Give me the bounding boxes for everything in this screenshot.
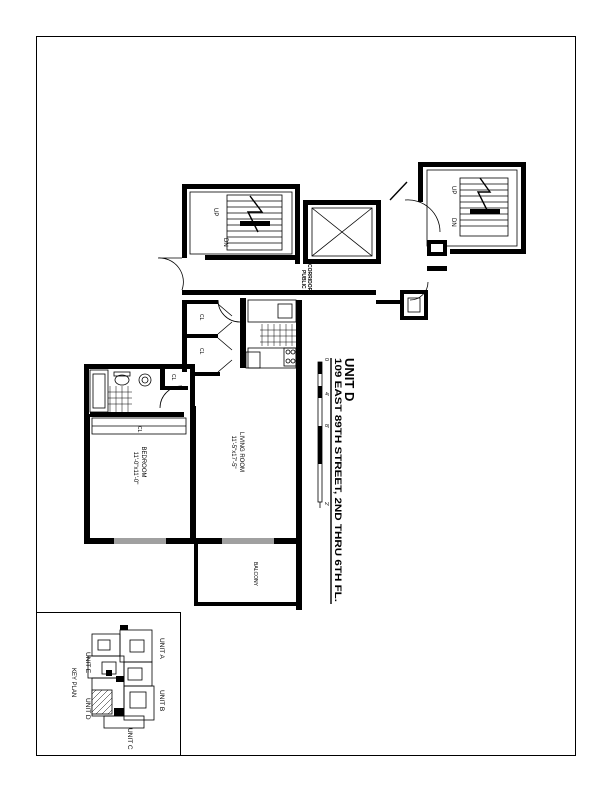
living-room-dims: 11'-5"x17'-5": [230, 435, 236, 468]
living-room-name: LIVING ROOM: [238, 432, 244, 472]
elevator-shaft: [303, 200, 381, 264]
key-plan-frame: [36, 612, 181, 756]
stair-core-right: UP DN: [389, 162, 526, 320]
floor-plan: UP DN: [84, 162, 526, 610]
title-block: UNIT D 109 EAST 89TH STREET, 2ND THRU 6T…: [330, 358, 357, 604]
balcony: BALCONY: [194, 544, 298, 606]
key-plan-unit-c: UNIT C: [126, 728, 133, 750]
bedroom: CL BEDROOM 11'-0"x11'-0": [84, 406, 196, 544]
corridor-label: PUBLIC CORRIDOR: [300, 264, 312, 292]
bathroom-tile-floor: [108, 386, 132, 412]
kitchen: [240, 298, 297, 369]
scale-tick-0: 0: [323, 358, 329, 361]
stair-down-label: DN: [222, 238, 228, 247]
kitchen-tile-floor: [260, 324, 296, 346]
key-plan: KEY PLAN UNIT A UNIT B UNIT C UNIT D UNI…: [70, 625, 165, 750]
sheet-border: [36, 36, 576, 756]
balcony-label: BALCONY: [252, 562, 258, 587]
key-plan-unit-d: UNIT D: [84, 698, 91, 720]
corridor-label-line2: CORRIDOR: [306, 264, 312, 292]
closet-label-2: CL: [198, 348, 204, 355]
key-plan-unit-a: UNIT A: [158, 638, 165, 659]
closet-label-3: CL: [170, 374, 176, 381]
closet-label-1: CL: [198, 314, 204, 321]
stair-right-up-label: UP: [450, 186, 456, 194]
key-plan-unit-d-highlight: [91, 689, 113, 715]
stair-up-label: UP: [212, 208, 218, 216]
scale-tick-4: 4': [323, 392, 329, 396]
key-plan-title: KEY PLAN: [70, 668, 76, 697]
stair-core-left: UP DN: [157, 184, 300, 291]
bedroom-name: BEDROOM: [140, 446, 146, 477]
address-title: 109 EAST 89TH STREET, 2ND THRU 6TH FL.: [332, 358, 343, 602]
bedroom-window: [114, 538, 166, 544]
corridor-door-swing: [157, 257, 184, 291]
key-plan-unit-b: UNIT B: [158, 690, 165, 711]
scale-bar: 0 4' 8' 2': [317, 358, 329, 508]
unit-title: UNIT D: [342, 358, 357, 401]
bathroom: CL: [84, 364, 195, 414]
scale-tick-2: 2': [323, 502, 329, 506]
closets: CL CL: [182, 299, 241, 376]
living-window: [222, 538, 274, 544]
corridor-label-line1: PUBLIC: [300, 270, 306, 289]
key-plan-unit-e: UNIT E: [84, 652, 91, 674]
living-room: LIVING ROOM 11'-5"x17'-5": [196, 432, 300, 544]
scale-tick-8: 8': [323, 424, 329, 428]
closet-label-4: CL: [136, 426, 142, 433]
stair-treads: [226, 194, 283, 251]
stair-right-down-label: DN: [450, 218, 456, 227]
bedroom-dims: 11'-0"x11'-0": [132, 452, 138, 485]
